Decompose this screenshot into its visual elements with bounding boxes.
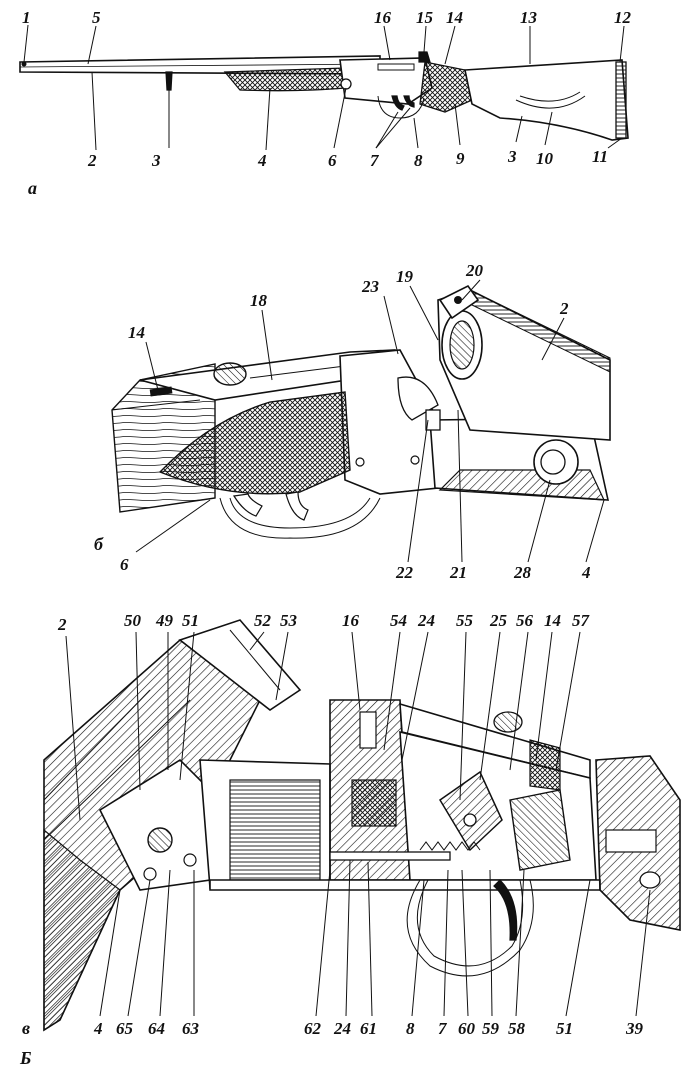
callout: 4 <box>257 151 267 170</box>
callout: 61 <box>360 1019 377 1038</box>
callout: 56 <box>516 611 534 630</box>
panel-a-leaders <box>23 24 625 151</box>
callout: 20 <box>465 261 484 280</box>
callout: 24 <box>417 611 435 630</box>
callout: 65 <box>116 1019 134 1038</box>
callout: 2 <box>87 151 97 170</box>
callout: 22 <box>395 563 414 582</box>
callout: 3 <box>151 151 161 170</box>
callout: 2 <box>559 299 569 318</box>
callout: 21 <box>449 563 467 582</box>
panel-c-bottom-callouts: 4 65 64 63 62 24 61 8 7 60 59 58 51 39 в… <box>19 1018 644 1068</box>
callout: 3 <box>507 147 517 166</box>
callout: 9 <box>456 149 465 168</box>
callout: 11 <box>592 147 608 166</box>
callout: 59 <box>482 1019 500 1038</box>
callout: 8 <box>406 1019 415 1038</box>
callout: 19 <box>396 267 414 286</box>
callout: 4 <box>93 1019 103 1038</box>
callout: 13 <box>520 8 538 27</box>
callout: 4 <box>581 563 591 582</box>
callout: 55 <box>456 611 474 630</box>
callout: 12 <box>614 8 632 27</box>
callout: 18 <box>250 291 268 310</box>
callout: 28 <box>513 563 532 582</box>
callout: 16 <box>374 8 392 27</box>
panel-c-top-callouts: 2 50 49 51 52 53 16 54 24 55 25 56 14 57 <box>57 611 591 634</box>
panel-b-opened-action <box>111 284 611 539</box>
callout: 52 <box>254 611 272 630</box>
callout: 16 <box>342 611 360 630</box>
callout: 25 <box>489 611 508 630</box>
panel-a-full-gun <box>19 51 629 141</box>
callout: 6 <box>328 151 337 170</box>
callout: 1 <box>22 8 31 27</box>
callout: 14 <box>544 611 561 630</box>
callout: 63 <box>182 1019 200 1038</box>
callout: 49 <box>155 611 174 630</box>
callout: 2 <box>57 615 67 634</box>
callout: 62 <box>304 1019 322 1038</box>
panel-a-callouts: 1 5 2 3 4 6 7 8 9 3 10 11 12 13 14 15 16… <box>22 8 632 198</box>
callout: 51 <box>182 611 199 630</box>
panel-b-leaders <box>135 279 605 563</box>
callout: 54 <box>390 611 407 630</box>
callout: 8 <box>414 151 423 170</box>
callout: 58 <box>508 1019 526 1038</box>
callout: 7 <box>370 151 380 170</box>
callout: 57 <box>572 611 591 630</box>
panel-letter: б <box>94 534 104 554</box>
callout: 14 <box>446 8 463 27</box>
callout: 7 <box>438 1019 448 1038</box>
callout: 5 <box>92 8 101 27</box>
callout: 23 <box>361 277 380 296</box>
figure-letter: Б <box>19 1048 31 1068</box>
panel-b-callouts: 14 18 23 19 20 2 6 22 21 28 4 б <box>94 261 591 582</box>
callout: 39 <box>625 1019 644 1038</box>
callout: 24 <box>333 1019 351 1038</box>
panel-c-mechanism-section <box>43 619 681 1032</box>
panel-c-leaders <box>65 631 651 1017</box>
callout: 51 <box>556 1019 573 1038</box>
callout: 10 <box>536 149 554 168</box>
callout: 53 <box>280 611 298 630</box>
callout: 50 <box>124 611 142 630</box>
callout: 64 <box>148 1019 165 1038</box>
panel-letter: в <box>22 1018 30 1038</box>
callout: 6 <box>120 555 129 574</box>
panel-letter: а <box>28 178 37 198</box>
callout: 14 <box>128 323 145 342</box>
callout: 60 <box>458 1019 476 1038</box>
callout: 15 <box>416 8 434 27</box>
